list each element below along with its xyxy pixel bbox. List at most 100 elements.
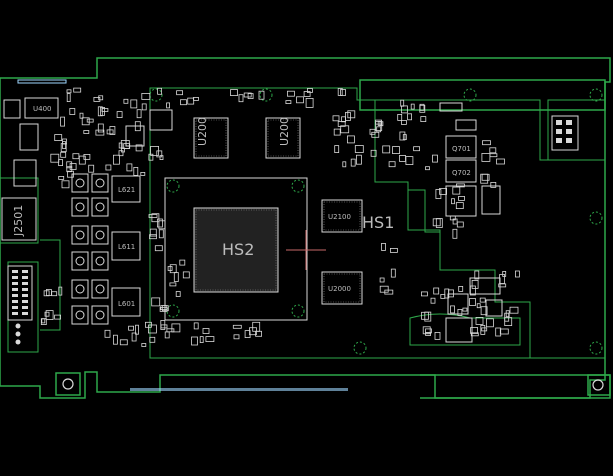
passive bbox=[392, 146, 400, 155]
pin bbox=[15, 331, 21, 337]
passive bbox=[135, 324, 139, 335]
passive bbox=[452, 218, 458, 225]
mosfet-pad bbox=[95, 202, 105, 212]
pin bbox=[12, 294, 18, 297]
passive bbox=[51, 291, 58, 297]
label-q701: Q701 bbox=[452, 145, 471, 153]
passive bbox=[123, 98, 129, 104]
passive bbox=[176, 90, 184, 96]
mosfet bbox=[71, 279, 89, 299]
passive bbox=[88, 164, 95, 173]
mosfet-pad bbox=[95, 310, 105, 320]
passive bbox=[159, 306, 168, 312]
passive bbox=[104, 329, 111, 338]
passive bbox=[334, 145, 340, 154]
passive bbox=[97, 106, 103, 117]
passive bbox=[158, 220, 166, 230]
mosfet bbox=[71, 173, 89, 193]
mosfet-pad bbox=[75, 230, 85, 240]
pin bbox=[566, 129, 572, 134]
passive bbox=[140, 171, 146, 176]
passive bbox=[60, 151, 67, 158]
passive bbox=[157, 87, 163, 95]
passive bbox=[382, 145, 391, 154]
label-u400: U400 bbox=[33, 105, 51, 113]
passive bbox=[58, 159, 63, 167]
passive bbox=[504, 312, 510, 322]
pin bbox=[22, 300, 28, 303]
label-l601: L601 bbox=[118, 300, 135, 308]
passive bbox=[191, 336, 198, 346]
passive bbox=[458, 195, 465, 201]
passive bbox=[54, 134, 63, 142]
passive bbox=[470, 327, 479, 334]
pin bbox=[12, 276, 18, 279]
passive bbox=[54, 314, 61, 320]
passive bbox=[496, 158, 505, 165]
connectors bbox=[1, 97, 59, 321]
passive bbox=[371, 131, 380, 138]
passive bbox=[58, 286, 63, 296]
memory-balls bbox=[195, 119, 361, 303]
gpu-package-outline bbox=[164, 177, 308, 321]
passive bbox=[255, 330, 263, 337]
passive bbox=[296, 96, 304, 104]
connector-pins bbox=[12, 270, 28, 345]
passive bbox=[258, 90, 265, 100]
passive bbox=[286, 90, 295, 97]
passive bbox=[475, 316, 484, 325]
pin bbox=[15, 339, 21, 345]
mount-hole-right bbox=[592, 379, 604, 391]
passive bbox=[340, 125, 350, 134]
passive bbox=[83, 130, 90, 134]
passive bbox=[346, 135, 355, 144]
mosfet bbox=[91, 173, 109, 193]
passive bbox=[133, 166, 139, 176]
mosfet bbox=[71, 197, 89, 217]
passive bbox=[502, 270, 507, 277]
passive bbox=[388, 161, 396, 168]
passive bbox=[156, 218, 163, 228]
passive bbox=[60, 143, 67, 153]
passive bbox=[498, 283, 507, 288]
passive bbox=[350, 158, 356, 167]
passive bbox=[58, 175, 65, 180]
passive bbox=[448, 289, 454, 298]
label-hs2: HS2 bbox=[222, 240, 254, 259]
passive bbox=[455, 202, 464, 210]
passive bbox=[413, 146, 421, 152]
passive bbox=[136, 109, 142, 119]
passive bbox=[471, 279, 479, 289]
passive bbox=[166, 102, 171, 109]
passive bbox=[452, 228, 458, 239]
passive bbox=[420, 291, 428, 297]
passive bbox=[166, 328, 175, 333]
pin bbox=[22, 306, 28, 309]
passive bbox=[160, 320, 166, 330]
passive bbox=[450, 305, 455, 314]
passive-components bbox=[40, 87, 520, 347]
hs2-mount-holes bbox=[149, 88, 603, 355]
passive bbox=[169, 282, 177, 287]
pin bbox=[22, 294, 28, 297]
passive bbox=[421, 311, 429, 320]
passive bbox=[480, 324, 486, 335]
passive bbox=[420, 116, 427, 122]
passive bbox=[78, 155, 86, 165]
passive bbox=[505, 310, 510, 318]
passive bbox=[97, 123, 104, 133]
passive bbox=[154, 245, 163, 252]
passive bbox=[489, 147, 497, 154]
passive bbox=[430, 297, 436, 304]
passive bbox=[66, 93, 71, 102]
pin bbox=[15, 323, 21, 329]
passive bbox=[199, 336, 204, 344]
passive bbox=[305, 98, 314, 108]
passive bbox=[44, 311, 50, 317]
passive bbox=[399, 131, 406, 141]
passive bbox=[354, 145, 364, 153]
mosfet bbox=[91, 251, 109, 271]
label-j2501: J2501 bbox=[12, 205, 25, 237]
passive bbox=[432, 154, 438, 163]
